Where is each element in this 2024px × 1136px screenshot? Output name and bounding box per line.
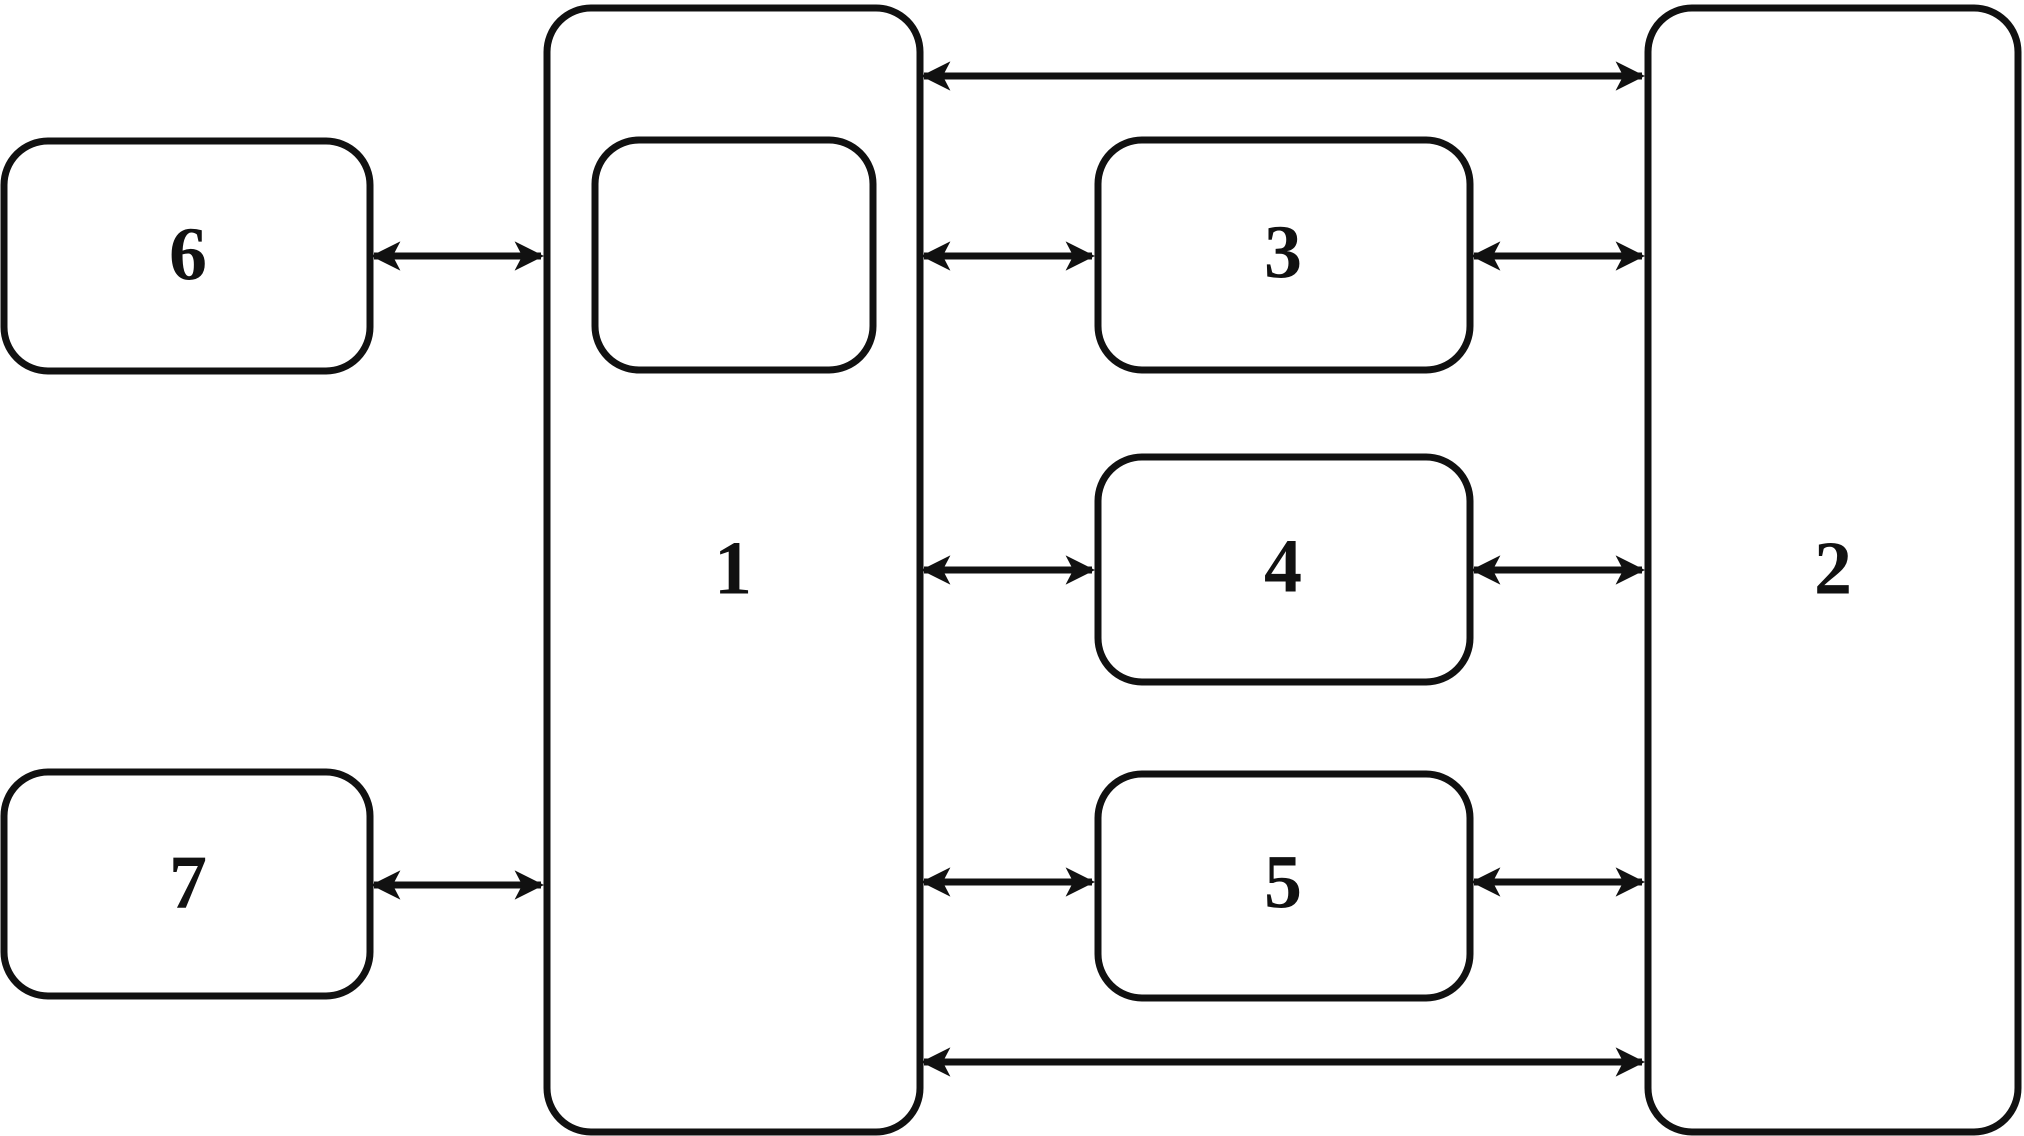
box-3 [1094,136,1474,374]
box-7-label: 7 [169,840,207,924]
box-2-label: 2 [1814,526,1852,610]
box-3-label: 3 [1264,210,1302,294]
box-1-label: 1 [714,526,752,610]
box-6-label: 6 [169,212,207,296]
box-7 [0,768,374,1000]
box-2 [1644,4,2022,1136]
box-4-label: 4 [1264,524,1302,608]
box-5-label: 5 [1264,840,1302,924]
box-5 [1094,770,1474,1002]
box-4 [1094,453,1474,686]
box-1-inner [591,136,877,374]
box-6 [0,137,374,375]
